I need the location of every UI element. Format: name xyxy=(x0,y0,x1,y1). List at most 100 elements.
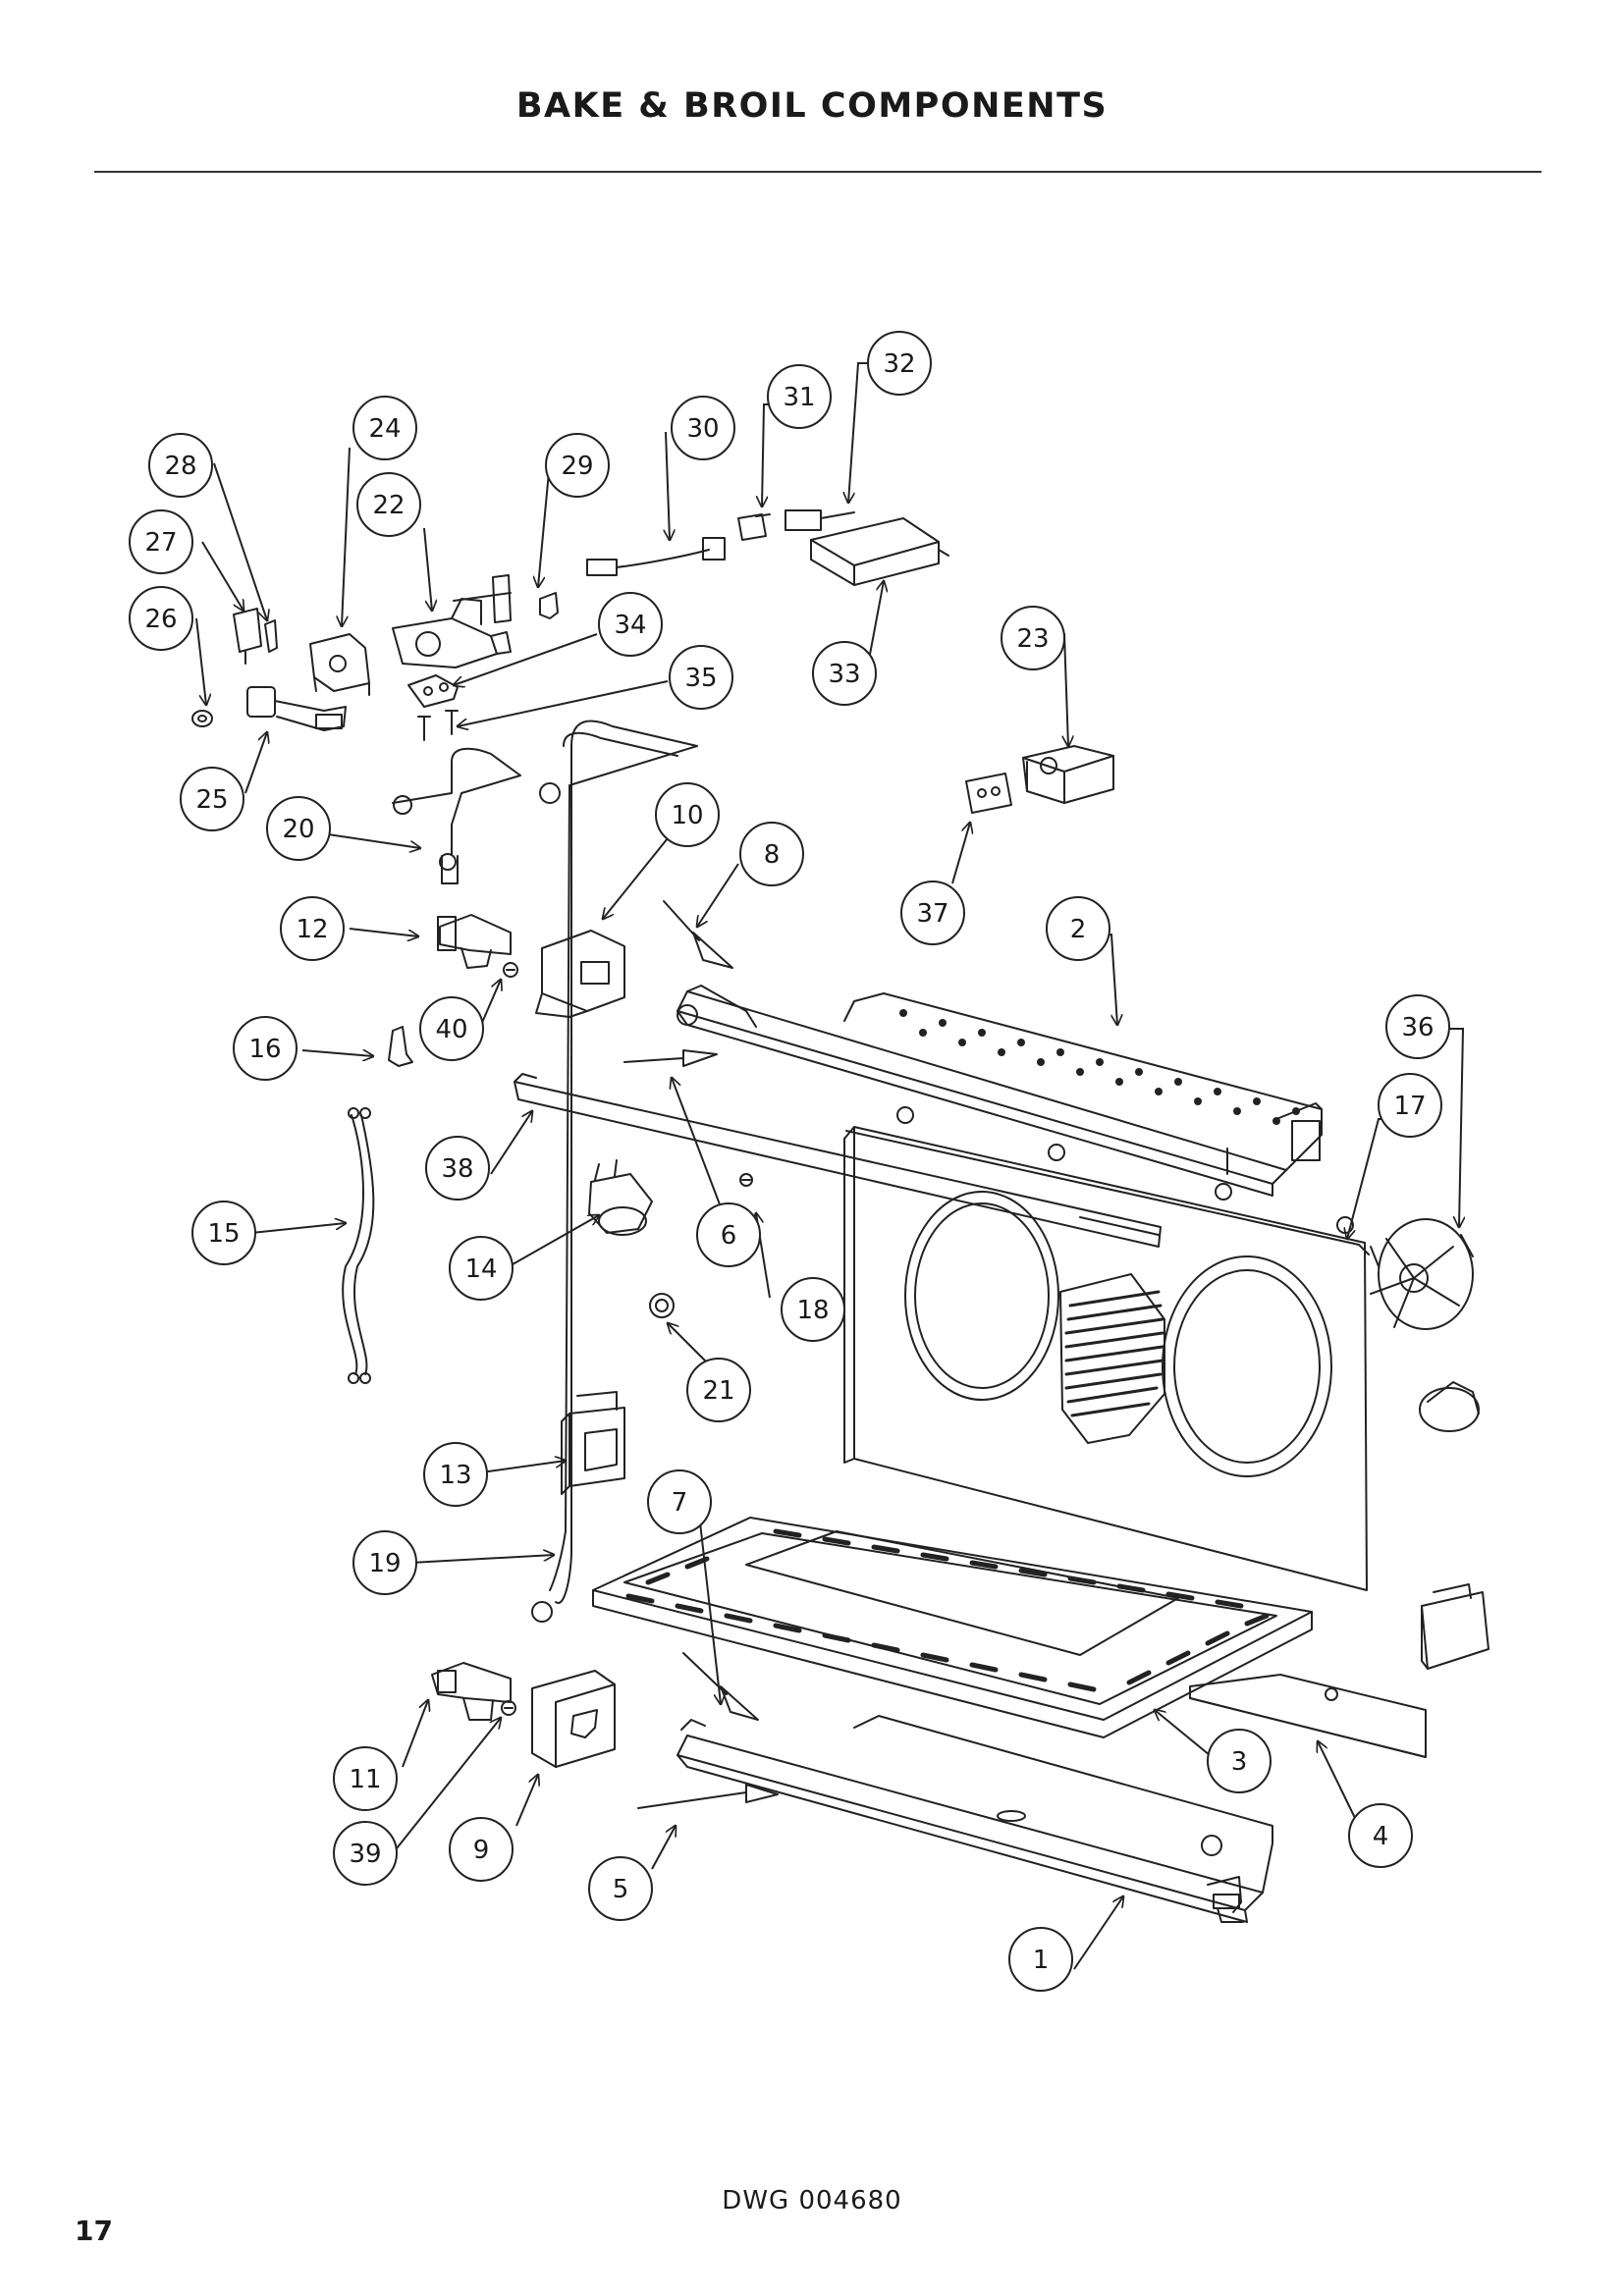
svg-text:12: 12 xyxy=(296,915,328,944)
callout-10: 10 xyxy=(655,782,720,847)
callout-33: 33 xyxy=(812,641,877,706)
spring-clip-28 xyxy=(264,619,278,653)
plug-lead-32 xyxy=(785,509,855,531)
orifice-bracket-11 xyxy=(431,1662,512,1721)
gas-valve-22 xyxy=(392,592,512,668)
svg-text:16: 16 xyxy=(248,1035,281,1064)
svg-text:29: 29 xyxy=(561,452,593,481)
fan-grille-slots xyxy=(1064,1290,1164,1417)
callout-24: 24 xyxy=(352,396,417,460)
svg-text:19: 19 xyxy=(368,1549,401,1578)
oven-lamp-14 xyxy=(588,1159,653,1236)
callout-40: 40 xyxy=(419,996,484,1061)
svg-text:15: 15 xyxy=(207,1219,240,1249)
gas-tubing-19 xyxy=(531,720,698,1623)
callout-11: 11 xyxy=(333,1746,398,1811)
svg-text:26: 26 xyxy=(144,605,177,634)
callouts: 1 2 3 4 5 6 7 8 9 10 11 12 13 14 15 16 1… xyxy=(129,331,1450,1992)
svg-text:18: 18 xyxy=(796,1296,829,1325)
drawing-number: DWG 004680 xyxy=(722,2186,902,2216)
wire-harness-15 xyxy=(342,1107,375,1384)
callout-35: 35 xyxy=(669,645,733,710)
svg-text:28: 28 xyxy=(164,452,196,481)
svg-text:8: 8 xyxy=(764,840,781,870)
svg-text:35: 35 xyxy=(684,664,717,693)
svg-text:6: 6 xyxy=(721,1221,737,1251)
grommet-21 xyxy=(649,1293,675,1318)
svg-text:3: 3 xyxy=(1231,1747,1248,1777)
svg-text:30: 30 xyxy=(686,414,719,444)
svg-text:17: 17 xyxy=(1393,1092,1426,1121)
callout-25: 25 xyxy=(180,767,244,831)
callout-6: 6 xyxy=(696,1202,761,1267)
callout-31: 31 xyxy=(767,364,832,429)
burner-2-vent-holes xyxy=(899,1009,1300,1125)
back-panel-17 xyxy=(843,1106,1370,1591)
callout-4: 4 xyxy=(1348,1803,1413,1868)
terminal-module xyxy=(1421,1583,1489,1670)
callout-13: 13 xyxy=(423,1442,488,1507)
callout-2: 2 xyxy=(1046,896,1110,961)
probe-5 xyxy=(637,1784,779,1809)
wiring-lead-30 xyxy=(586,537,726,576)
callout-21: 21 xyxy=(686,1358,751,1422)
callout-14: 14 xyxy=(449,1236,514,1301)
bracket-cover-9 xyxy=(531,1670,616,1768)
page-title: BAKE & BROIL COMPONENTS xyxy=(515,86,1109,126)
washer-26 xyxy=(191,710,213,727)
callout-15: 15 xyxy=(191,1201,256,1265)
svg-text:39: 39 xyxy=(349,1840,381,1869)
rail-38 xyxy=(514,1073,1162,1248)
callout-3: 3 xyxy=(1207,1729,1272,1793)
gas-tubing-20 xyxy=(392,747,521,884)
selector-switch-23 xyxy=(1022,745,1114,804)
callout-1: 1 xyxy=(1008,1927,1073,1992)
screw-18 xyxy=(739,1173,753,1187)
callout-22: 22 xyxy=(356,472,421,537)
svg-text:21: 21 xyxy=(702,1376,734,1406)
lower-burner-part xyxy=(677,1715,1273,1923)
micro-switch-27 xyxy=(233,608,262,665)
callout-34: 34 xyxy=(598,592,663,657)
svg-text:36: 36 xyxy=(1401,1013,1434,1042)
svg-text:4: 4 xyxy=(1373,1822,1389,1851)
screw-40 xyxy=(503,962,518,978)
connector-31 xyxy=(737,513,771,541)
callout-36: 36 xyxy=(1385,994,1450,1059)
svg-text:2: 2 xyxy=(1070,915,1087,944)
callout-39: 39 xyxy=(333,1821,398,1886)
air-shutter-29 xyxy=(492,574,559,623)
svg-text:13: 13 xyxy=(439,1461,471,1490)
clip-16 xyxy=(388,1026,413,1067)
svg-text:25: 25 xyxy=(195,785,228,815)
callout-9: 9 xyxy=(449,1817,514,1882)
callout-8: 8 xyxy=(739,822,804,886)
svg-text:14: 14 xyxy=(464,1255,497,1284)
floor-pan-part xyxy=(592,1517,1313,1738)
spark-module-33 xyxy=(810,517,949,586)
svg-text:1: 1 xyxy=(1033,1946,1050,1975)
callout-37: 37 xyxy=(900,881,965,945)
fan-motor xyxy=(1419,1381,1480,1432)
svg-text:32: 32 xyxy=(883,349,915,379)
tube-clamp-34 xyxy=(407,674,459,708)
svg-text:9: 9 xyxy=(473,1836,490,1865)
callout-7: 7 xyxy=(647,1469,712,1534)
svg-text:38: 38 xyxy=(441,1154,473,1184)
probe-6 xyxy=(623,1049,718,1067)
callout-20: 20 xyxy=(266,796,331,861)
callout-30: 30 xyxy=(671,396,735,460)
svg-text:22: 22 xyxy=(372,491,405,520)
callout-17: 17 xyxy=(1378,1073,1442,1138)
callout-27: 27 xyxy=(129,509,193,574)
upper-burner-part xyxy=(677,985,1323,1197)
svg-text:34: 34 xyxy=(614,611,646,640)
svg-text:20: 20 xyxy=(282,815,314,844)
callout-5: 5 xyxy=(588,1856,653,1921)
page-number: 17 xyxy=(75,2215,113,2247)
callout-26: 26 xyxy=(129,586,193,651)
thermostat-25 xyxy=(246,686,347,731)
screw-39 xyxy=(501,1700,516,1716)
bracket-cover-10 xyxy=(535,930,625,1018)
